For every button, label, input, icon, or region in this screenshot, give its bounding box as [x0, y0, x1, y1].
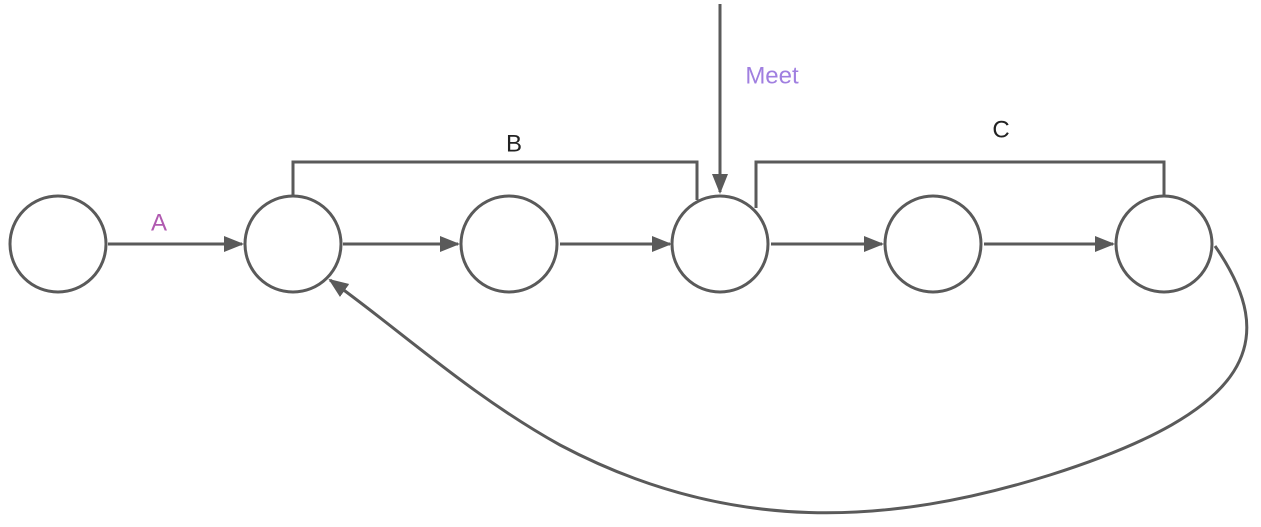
node-4 — [670, 194, 770, 294]
node-6 — [1114, 194, 1214, 294]
node-3 — [459, 194, 559, 294]
bracket-c — [754, 160, 1166, 208]
label-b: B — [506, 130, 522, 157]
node-1 — [8, 194, 108, 294]
node-2 — [243, 194, 343, 294]
label-c: C — [992, 116, 1009, 143]
label-meet: Meet — [745, 62, 799, 89]
bracket-b — [291, 160, 699, 200]
edge-n6-n2-feedback — [328, 245, 1249, 515]
label-a: A — [151, 209, 167, 236]
node-5 — [883, 194, 983, 294]
